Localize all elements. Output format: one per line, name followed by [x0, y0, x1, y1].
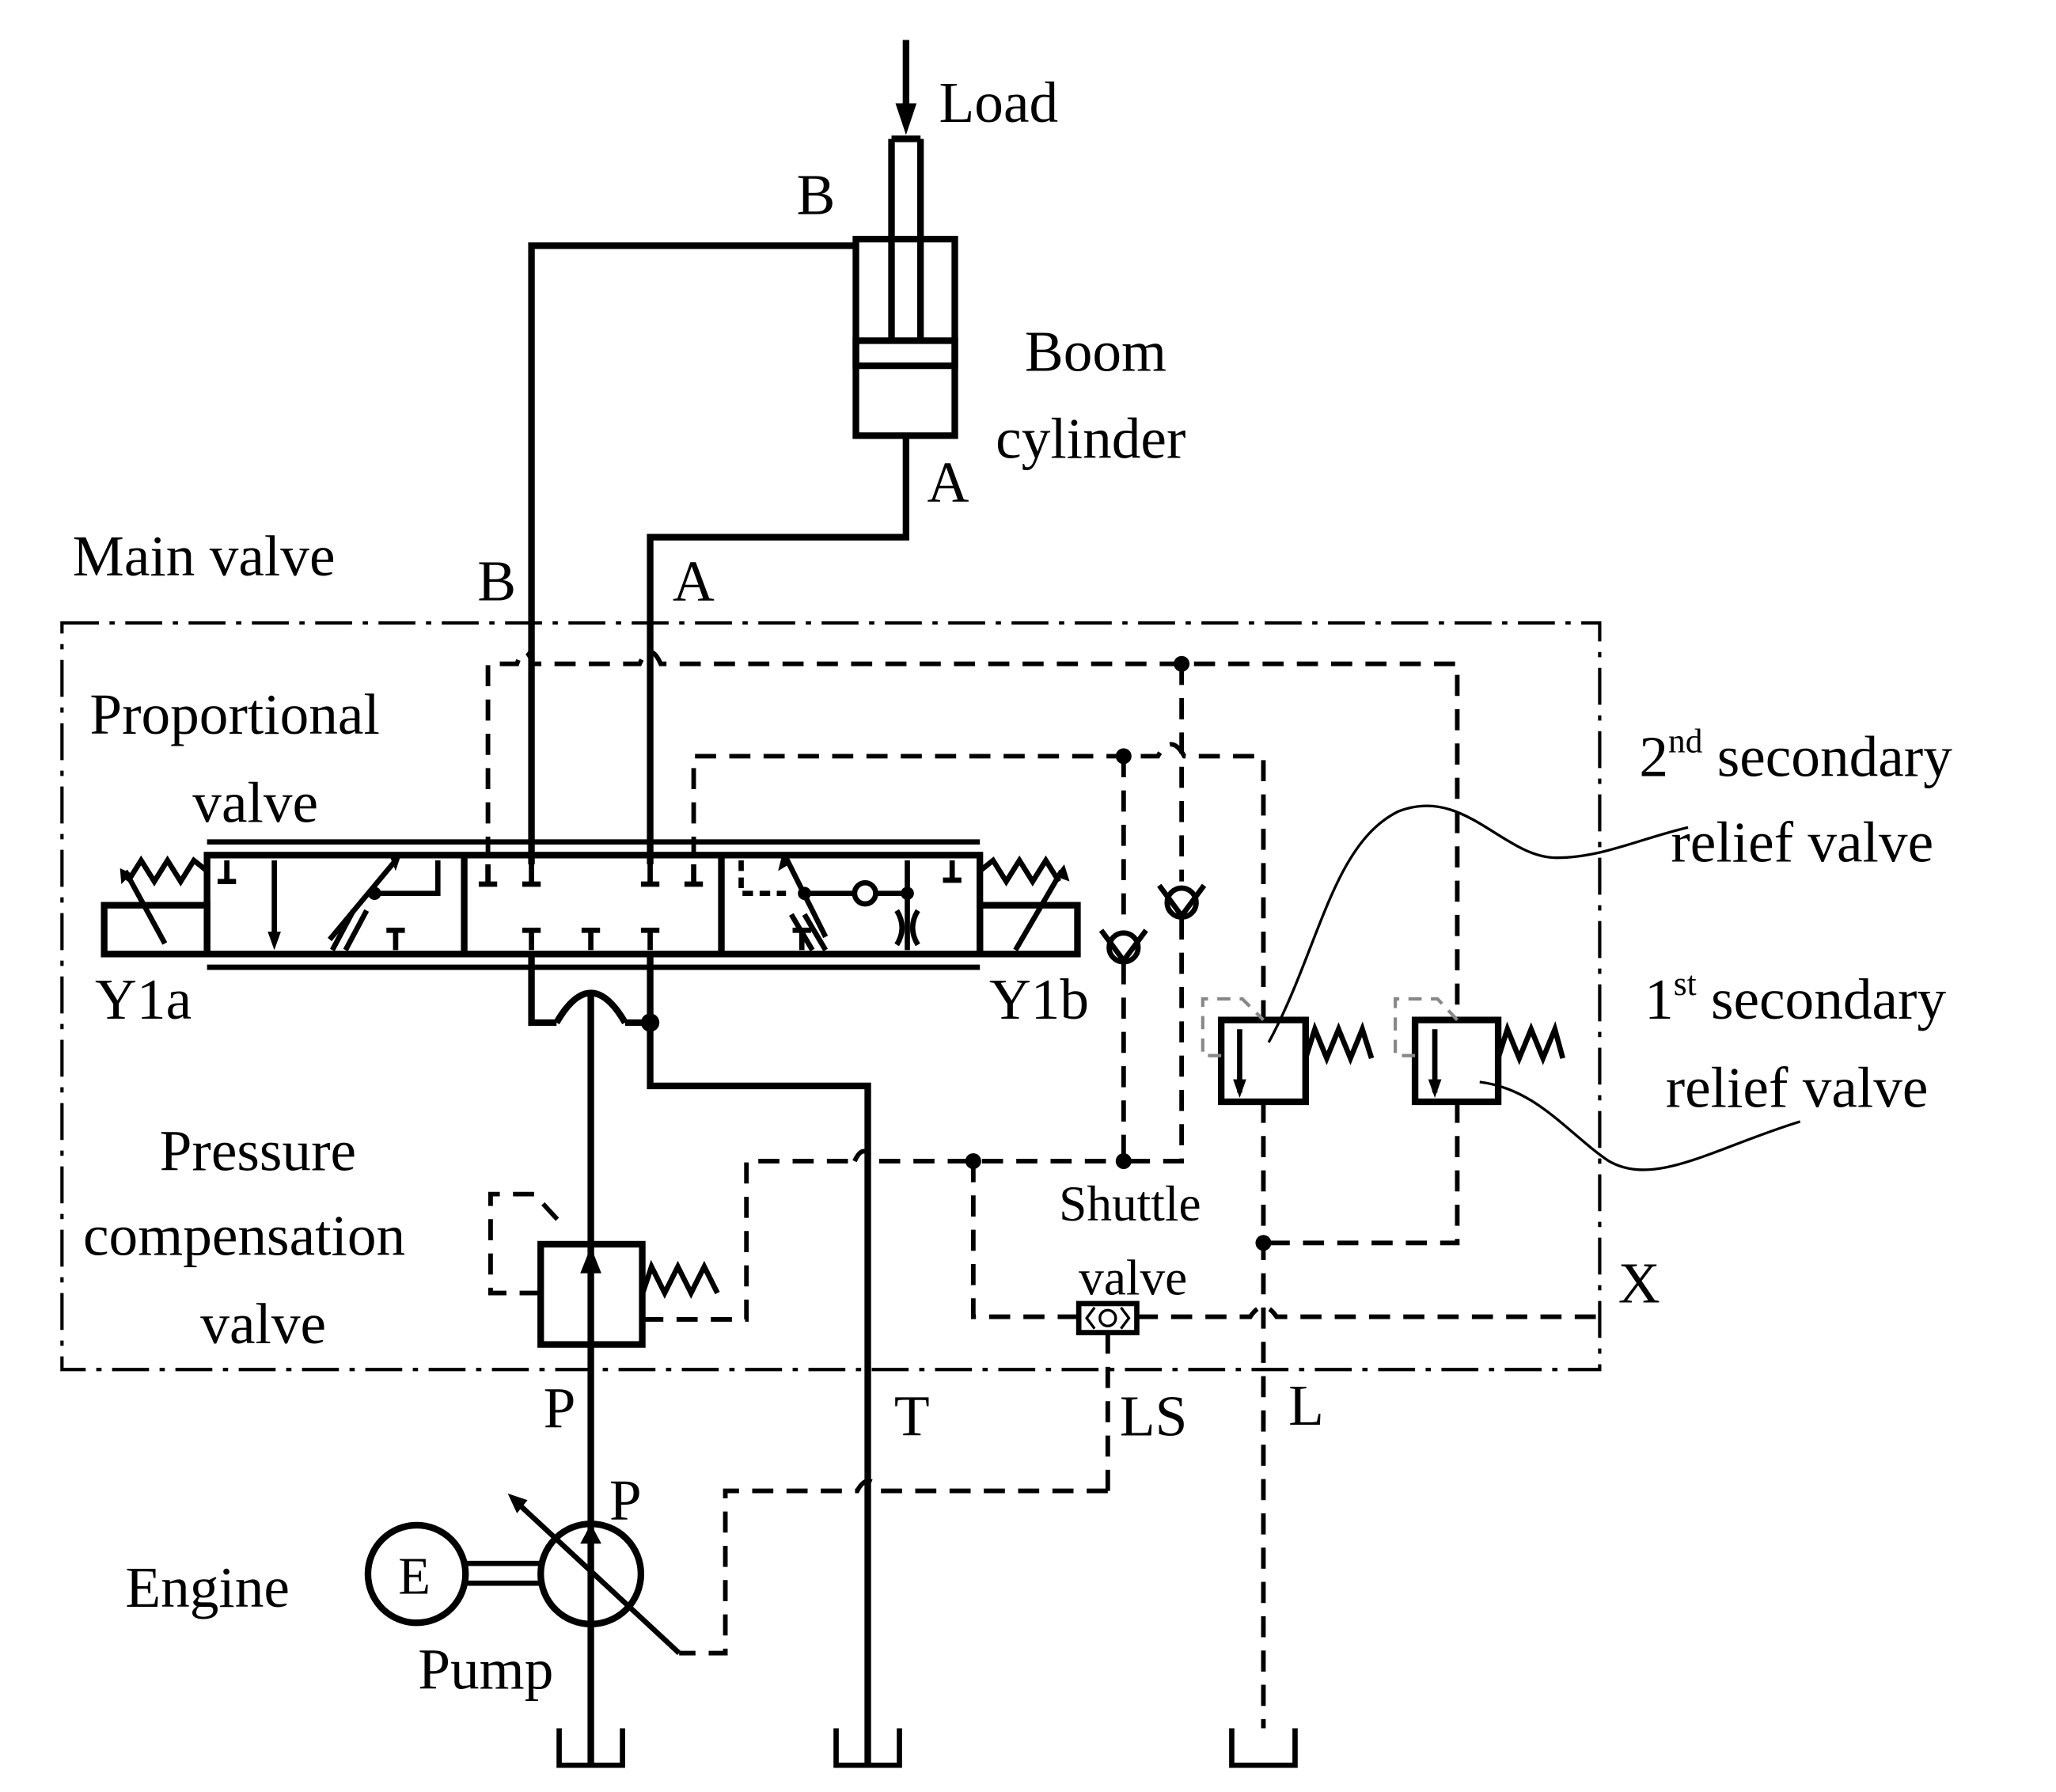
pressure-compensation-valve [488, 1159, 855, 1348]
leader-1st [1479, 1080, 1801, 1171]
tank-t [833, 1728, 902, 1768]
port-t-label: T [894, 1384, 930, 1448]
check-valve-1 [1098, 928, 1148, 966]
main-valve-boundary [60, 621, 1602, 1372]
secondary-relief-valve-2 [1201, 997, 1375, 1106]
cylinder-port-b-label: B [797, 162, 836, 226]
pressure-compensation-label-1: Pressure [160, 1119, 356, 1183]
pump-port-p-label: P [609, 1468, 642, 1532]
secondary-relief-1-label-1: 1st secondary [1644, 965, 1946, 1031]
load-arrow [895, 40, 917, 135]
boom-cylinder-label-2: cylinder [996, 407, 1185, 471]
shuttle-valve-label-2: valve [1079, 1250, 1187, 1305]
port-ls-label: LS [1120, 1384, 1188, 1448]
port-x-label: X [1618, 1251, 1660, 1315]
tank-p [556, 1728, 625, 1768]
y1a-label: Y1a [95, 967, 192, 1031]
boom-cylinder-label-1: Boom [1025, 320, 1166, 384]
proportional-valve-label-2: valve [192, 771, 318, 835]
secondary-relief-2-label-2: relief valve [1671, 811, 1933, 875]
load-label: Load [939, 70, 1059, 135]
pump-label: Pump [418, 1638, 553, 1702]
pressure-compensation-label-2: compensation [83, 1203, 405, 1267]
pilot-line-top [485, 649, 1460, 1020]
secondary-relief-2-label-1: 2nd secondary [1639, 722, 1952, 788]
port-a-label: A [673, 549, 715, 613]
engine [364, 1521, 541, 1627]
engine-e-label: E [398, 1548, 431, 1606]
t-line [647, 1022, 871, 1766]
shuttle-valve-label-1: Shuttle [1059, 1176, 1201, 1232]
check-valve-2 [1157, 883, 1207, 921]
line-a [647, 435, 910, 865]
secondary-relief-valve-1 [1394, 997, 1565, 1106]
main-valve-label: Main valve [73, 524, 336, 588]
p-line-upper [528, 954, 557, 1027]
y1b-label: Y1b [989, 967, 1089, 1031]
engine-label: Engine [125, 1555, 290, 1619]
proportional-valve-label-1: Proportional [89, 682, 380, 746]
proportional-valve [101, 839, 1081, 970]
tank-l [1229, 1728, 1298, 1768]
port-b-label: B [477, 549, 516, 613]
port-p-label: P [544, 1376, 576, 1441]
cylinder-port-a-label: A [927, 450, 969, 514]
boom-cylinder [852, 135, 958, 439]
shuttle-valve [1075, 1300, 1140, 1335]
secondary-relief-1-label-2: relief valve [1666, 1056, 1929, 1120]
leader-2nd [1267, 804, 1689, 1043]
port-l-label: L [1288, 1373, 1324, 1437]
pump [507, 1493, 681, 1655]
pressure-compensation-label-3: valve [200, 1292, 326, 1356]
